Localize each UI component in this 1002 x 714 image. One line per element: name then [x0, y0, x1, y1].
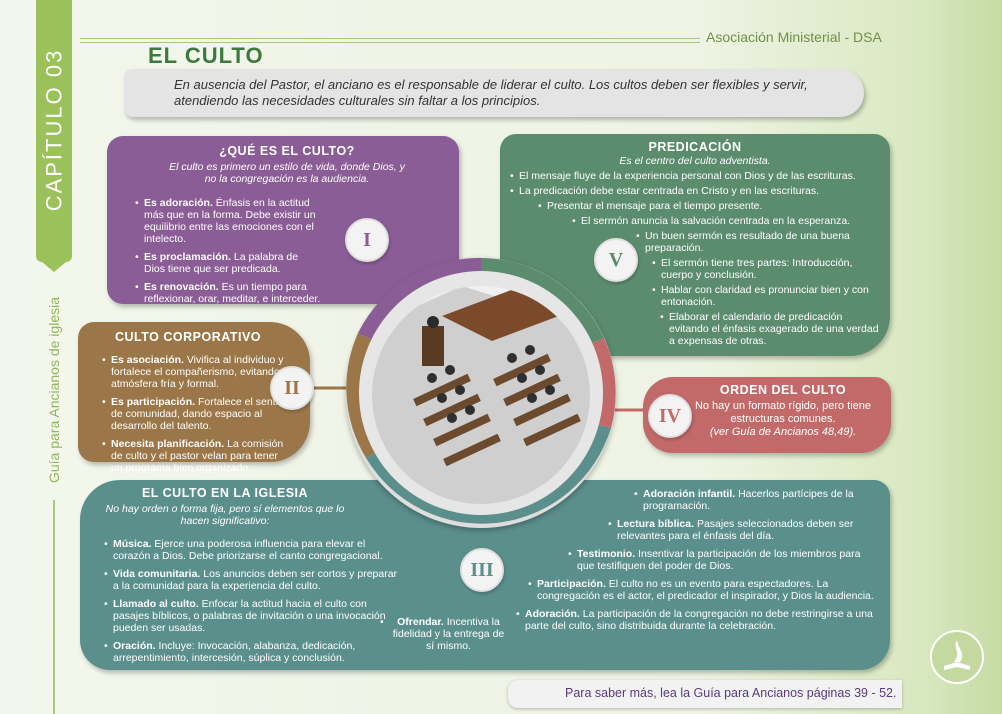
numeral-iv: IV [648, 394, 692, 438]
list-item: Presentar el mensaje para el tiempo pres… [538, 200, 847, 212]
list-item: Es renovación. Es un tiempo para reflexi… [135, 281, 321, 305]
list-item: Llamado al culto. Enfocar la actitud hac… [104, 598, 400, 634]
list-item: El sermón anuncia la salvación centrada … [572, 215, 881, 227]
section-i-title: ¿QUÉ ES EL CULTO? [219, 144, 355, 158]
section-ii-list: Es asociación. Vivifica al individuo y f… [102, 354, 292, 480]
section-iii-subtitle: No hay orden o forma fija, pero sí eleme… [105, 503, 345, 527]
intro-text: En ausencia del Pastor, el anciano es el… [174, 77, 808, 108]
list-item: Música. Ejerce una poderosa influencia p… [104, 538, 400, 562]
section-v-list: El mensaje fluye de la experiencia perso… [510, 170, 880, 350]
adventist-flame-book-icon [930, 630, 984, 684]
section-iii-title: EL CULTO EN LA IGLESIA [141, 486, 309, 500]
list-item: Es proclamación. La palabra de Dios tien… [135, 251, 321, 275]
page-title: EL CULTO [148, 43, 264, 68]
section-ii-title: CULTO CORPORATIVO [115, 330, 261, 344]
section-corporate-worship: CULTO CORPORATIVO Es asociación. Vivific… [78, 322, 310, 474]
list-item: Un buen sermón es resultado de una buena… [636, 230, 873, 254]
section-order-of-worship: ORDEN DEL CULTO No hay un formato rígido… [643, 377, 891, 453]
list-item: Testimonio. Insentivar la participación … [568, 548, 877, 572]
list-item: Adoración infantil. Hacerlos partícipes … [634, 488, 873, 512]
numeral-ii: II [270, 366, 314, 410]
list-item: Lectura bíblica. Pasajes seleccionados d… [608, 518, 873, 542]
list-item: Elaborar el calendario de predicación ev… [660, 311, 881, 347]
list-item: La predicación debe estar centrada en Cr… [510, 185, 879, 197]
top-divider [80, 38, 700, 43]
section-iv-text: No hay un formato rígido, pero tiene est… [694, 400, 872, 425]
section-v-subtitle: Es el centro del culto adventista. [619, 155, 771, 167]
section-iv-title: ORDEN DEL CULTO [719, 383, 847, 397]
section-iv-ref: (ver Guía de Ancianos 48,49). [709, 426, 857, 438]
section-i-list: Es adoración. Énfasis en la actitud más … [135, 197, 321, 311]
list-item: Vida comunitaria. Los anuncios deben ser… [104, 568, 400, 592]
intro-box: En ausencia del Pastor, el anciano es el… [124, 69, 864, 117]
more-info-text: Para saber más, lea la Guía para Anciano… [565, 686, 897, 700]
list-item: Oración. Incluye: Invocación, alabanza, … [104, 640, 400, 664]
numeral-i: I [345, 218, 389, 262]
list-item: Ofrendar. Incentiva la fidelidad y la en… [380, 616, 508, 652]
chapter-tab [36, 0, 72, 272]
section-preaching: PREDICACIÓN Es el centro del culto adven… [500, 134, 890, 356]
more-info-bar: Para saber más, lea la Guía para Anciano… [508, 680, 902, 708]
section-what-is-worship: ¿QUÉ ES EL CULTO? El culto es primero un… [107, 136, 459, 305]
list-item: Hablar con claridad es pronunciar bien y… [652, 284, 877, 308]
section-iii-right-list: Adoración infantil. Hacerlos partícipes … [516, 488, 876, 638]
list-item: Es asociación. Vivifica al individuo y f… [102, 354, 292, 390]
church-congregation-illustration [372, 286, 590, 504]
association-label: Asociación Ministerial - DSA [706, 29, 882, 45]
left-divider [53, 500, 55, 714]
numeral-v: V [594, 238, 638, 282]
section-iii-left-list: Música. Ejerce una poderosa influencia p… [104, 538, 400, 670]
numeral-iii: III [460, 548, 504, 592]
section-iii-center-list: Ofrendar. Incentiva la fidelidad y la en… [380, 616, 508, 658]
section-i-subtitle: El culto es primero un estilo de vida, d… [169, 161, 405, 185]
list-item: El sermón tiene tres partes: Introducció… [652, 257, 877, 281]
list-item: El mensaje fluye de la experiencia perso… [510, 170, 879, 182]
list-item: Es adoración. Énfasis en la actitud más … [135, 197, 321, 245]
list-item: Es participación. Fortalece el sentido d… [102, 396, 292, 432]
list-item: Adoración. La participación de la congre… [516, 608, 877, 632]
list-item: Participación. El culto no es un evento … [528, 578, 877, 602]
list-item: Necesita planificación. La comisión de c… [102, 438, 292, 474]
church-illustration-svg [372, 286, 590, 504]
section-v-title: PREDICACIÓN [648, 140, 742, 154]
